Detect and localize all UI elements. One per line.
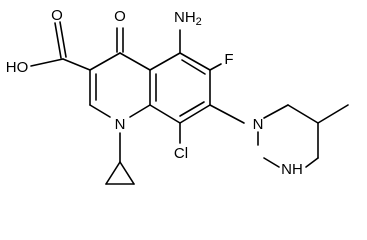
bond-n1-c2 (89, 104, 111, 118)
bond-pip-1 (263, 104, 289, 119)
bond-c8a-n1 (129, 104, 151, 118)
bond-c4-c4a (119, 52, 151, 71)
atom-label-chlorine: Cl (174, 145, 188, 162)
bond-c-o-double-b (59, 21, 67, 58)
bond-c7-c8-double (179, 101, 205, 117)
atom-label-amino: NH2 (174, 9, 202, 28)
molecule-structure: O HO O NH2 F Cl N N NH (6, 7, 349, 185)
atom-label-layer: O HO O NH2 F Cl N N NH (6, 7, 303, 178)
bond-c5-c6 (179, 52, 211, 71)
bond-cp-3 (119, 161, 135, 185)
bond-c3-carboxyl (62, 58, 91, 71)
bond-pip-2 (287, 104, 319, 124)
atom-label-fluorine: F (224, 51, 233, 68)
bond-pip-methyl (317, 104, 349, 124)
atom-label-nh-piperazine: NH (281, 161, 303, 178)
bond-c3-c4 (89, 52, 121, 71)
atom-label-hydroxyl: HO (6, 59, 29, 76)
bond-c-oh (30, 58, 64, 67)
atom-label-nitrogen-piperazine: N (253, 116, 264, 133)
bond-c7-c8 (179, 104, 211, 124)
bond-c8-c8a (149, 104, 181, 124)
bond-c5-c6-double (181, 59, 206, 75)
bond-c4a-c5 (149, 52, 181, 71)
atom-label-oxygen-acid: O (51, 7, 63, 24)
bond-c-o-double-a (54, 22, 62, 59)
bond-pip-5 (263, 157, 280, 168)
structure-canvas: O HO O NH2 F Cl N N NH (6, 7, 349, 185)
bond-cp-1 (105, 161, 121, 185)
bond-c7-n-pip (209, 104, 245, 124)
amino-main: NH (174, 9, 196, 26)
atom-label-nitrogen-1: N (115, 116, 126, 133)
bond-layer (30, 21, 349, 185)
atom-label-oxygen-keto: O (114, 8, 126, 25)
bond-c6-f (209, 63, 222, 71)
bond-pip-4 (305, 157, 319, 168)
amino-subscript: 2 (196, 16, 202, 28)
